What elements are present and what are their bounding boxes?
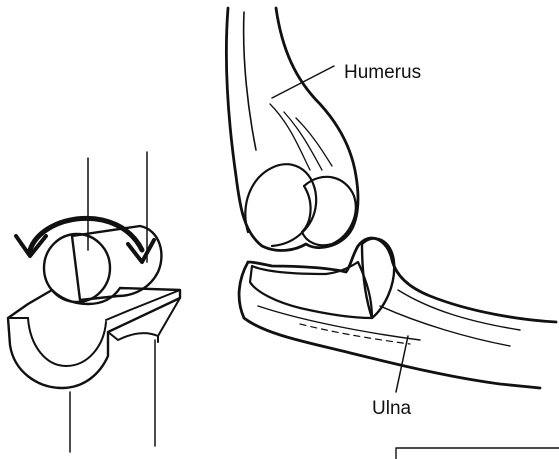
- humerus-condyle: [245, 164, 316, 246]
- humerus-shaft-line: [244, 12, 256, 150]
- ulna-label: Ulna: [372, 398, 412, 419]
- trough-top-edge: [10, 290, 180, 320]
- ulna-dash-line: [300, 324, 410, 344]
- trough-inner-curve: [28, 318, 106, 366]
- hinge-joint-model: [8, 152, 180, 452]
- caption-box-edge: [396, 448, 559, 459]
- humerus-leader-line: [272, 66, 334, 98]
- humerus-fossa-lines: [270, 104, 332, 170]
- ulna-shaft-lines: [258, 290, 520, 346]
- trough-block: [8, 288, 180, 388]
- humerus-label: Humerus: [344, 62, 421, 83]
- ulna-bone: [239, 238, 556, 388]
- humerus-bone: [226, 8, 358, 250]
